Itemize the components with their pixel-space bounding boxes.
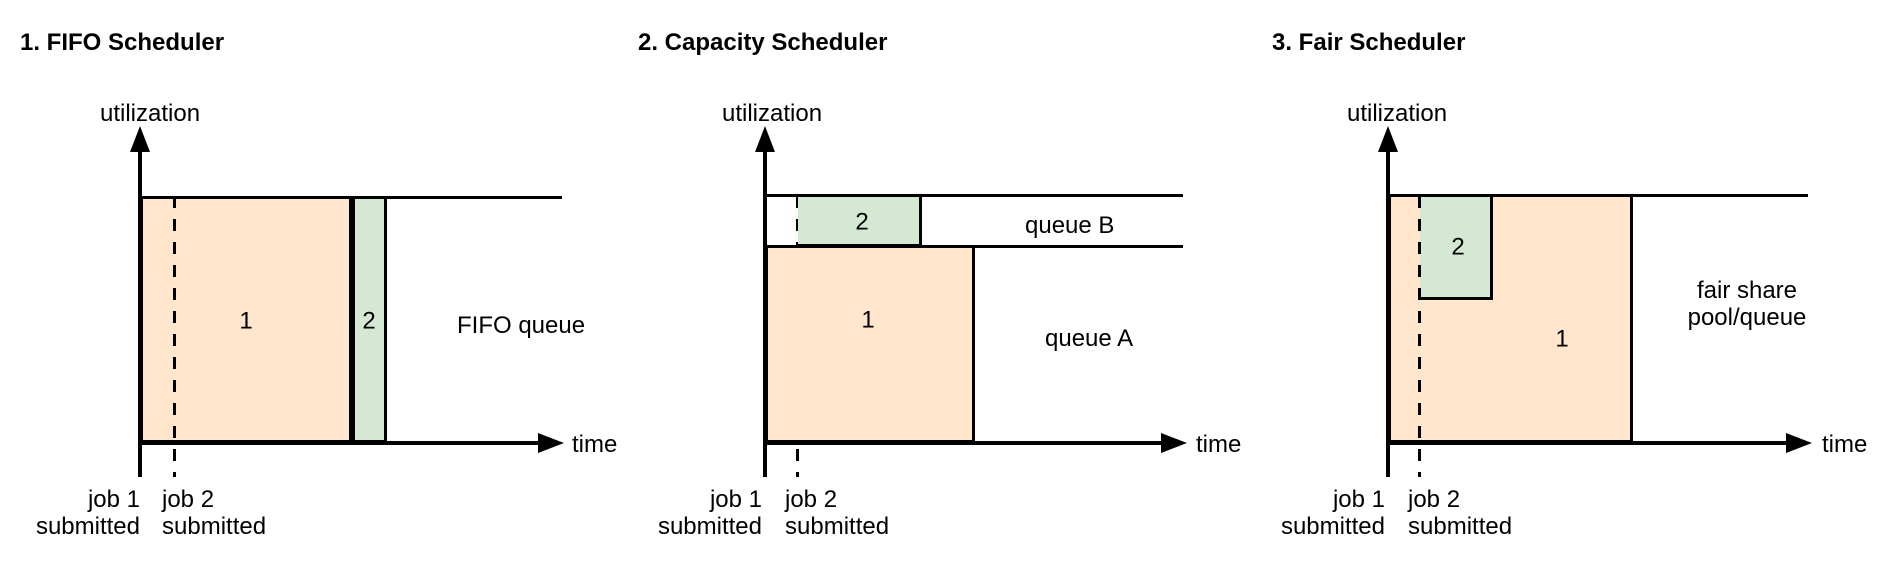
panel3-pool-label-line1: fair share <box>1696 277 1798 304</box>
panel3-job2-box <box>1420 194 1493 300</box>
panel3-job1-annotation-line1: job 1 <box>1332 486 1385 513</box>
panel2-x-axis-label: time <box>1196 431 1242 458</box>
panel3-x-axis-arrow-icon <box>1786 433 1812 453</box>
panel1-job1-annotation-line2: submitted <box>35 513 140 540</box>
panel1-job1-annotation: job 1 submitted <box>20 486 140 540</box>
panel2-job2-annotation-line1: job 2 <box>785 486 838 513</box>
panel3-job2-annotation-line2: submitted <box>1408 513 1513 540</box>
panel1-job2-annotation: job 2 submitted <box>162 486 266 540</box>
panel1-title: 1. FIFO Scheduler <box>20 29 225 56</box>
panel2-job2-box-label: 2 <box>855 208 869 236</box>
panel1-job2-box-label: 2 <box>362 307 376 335</box>
panel3-title: 3. Fair Scheduler <box>1272 29 1466 56</box>
panel2-job1-annotation: job 1 submitted <box>642 486 762 540</box>
panel3-job2-annotation-line1: job 2 <box>1408 486 1461 513</box>
panel3-job2-box-label: 2 <box>1451 233 1465 261</box>
panel1-job2-annotation-line1: job 2 <box>162 486 215 513</box>
panel1-job2-submitted-dashed-line <box>173 196 176 477</box>
panel3-job2-submitted-dashed-line <box>1418 196 1421 477</box>
panel2-queue-b-label: queue B <box>1025 212 1115 239</box>
panel3-pool-label-line2: pool/queue <box>1687 304 1807 331</box>
panel2-title: 2. Capacity Scheduler <box>638 29 888 56</box>
panel3-y-axis-arrow-icon <box>1378 126 1398 152</box>
panel1-x-axis-label: time <box>572 431 618 458</box>
panel3-x-axis <box>1386 441 1796 445</box>
panel2-capacity-line <box>765 194 1183 197</box>
panel2-job1-box <box>765 245 975 443</box>
panel2-job1-annotation-line2: submitted <box>657 513 762 540</box>
panel3-job2-annotation: job 2 submitted <box>1408 486 1512 540</box>
panel1-x-axis-arrow-icon <box>538 433 564 453</box>
panel1-job1-box-label: 1 <box>239 307 253 335</box>
panel3-x-axis-label: time <box>1822 431 1868 458</box>
panel3-job1-annotation-line2: submitted <box>1280 513 1385 540</box>
panel2-y-axis-label: utilization <box>722 100 823 127</box>
panel1-job1-annotation-line1: job 1 <box>87 486 140 513</box>
panel2-job2-annotation: job 2 submitted <box>785 486 889 540</box>
panel2-y-axis-arrow-icon <box>755 126 775 152</box>
panel2-queue-a-label: queue A <box>1045 325 1134 352</box>
panel2-job1-box-label: 1 <box>861 306 875 334</box>
panel1-region-label: FIFO queue <box>457 312 586 339</box>
panel3-y-axis-label: utilization <box>1347 100 1448 127</box>
panel2-x-axis <box>763 441 1171 445</box>
panel1-job2-annotation-line2: submitted <box>162 513 267 540</box>
panel3-job1-box-label: 1 <box>1555 325 1569 353</box>
panel1-x-axis <box>138 441 548 445</box>
panel1-y-axis-arrow-icon <box>130 126 150 152</box>
panel3-job1-annotation: job 1 submitted <box>1265 486 1385 540</box>
panel2-job2-annotation-line2: submitted <box>785 513 890 540</box>
panel2-job1-annotation-line1: job 1 <box>709 486 762 513</box>
panel3-pool-label: fair share pool/queue <box>1647 277 1847 331</box>
panel1-y-axis-label: utilization <box>100 100 201 127</box>
panel2-x-axis-arrow-icon <box>1161 433 1187 453</box>
